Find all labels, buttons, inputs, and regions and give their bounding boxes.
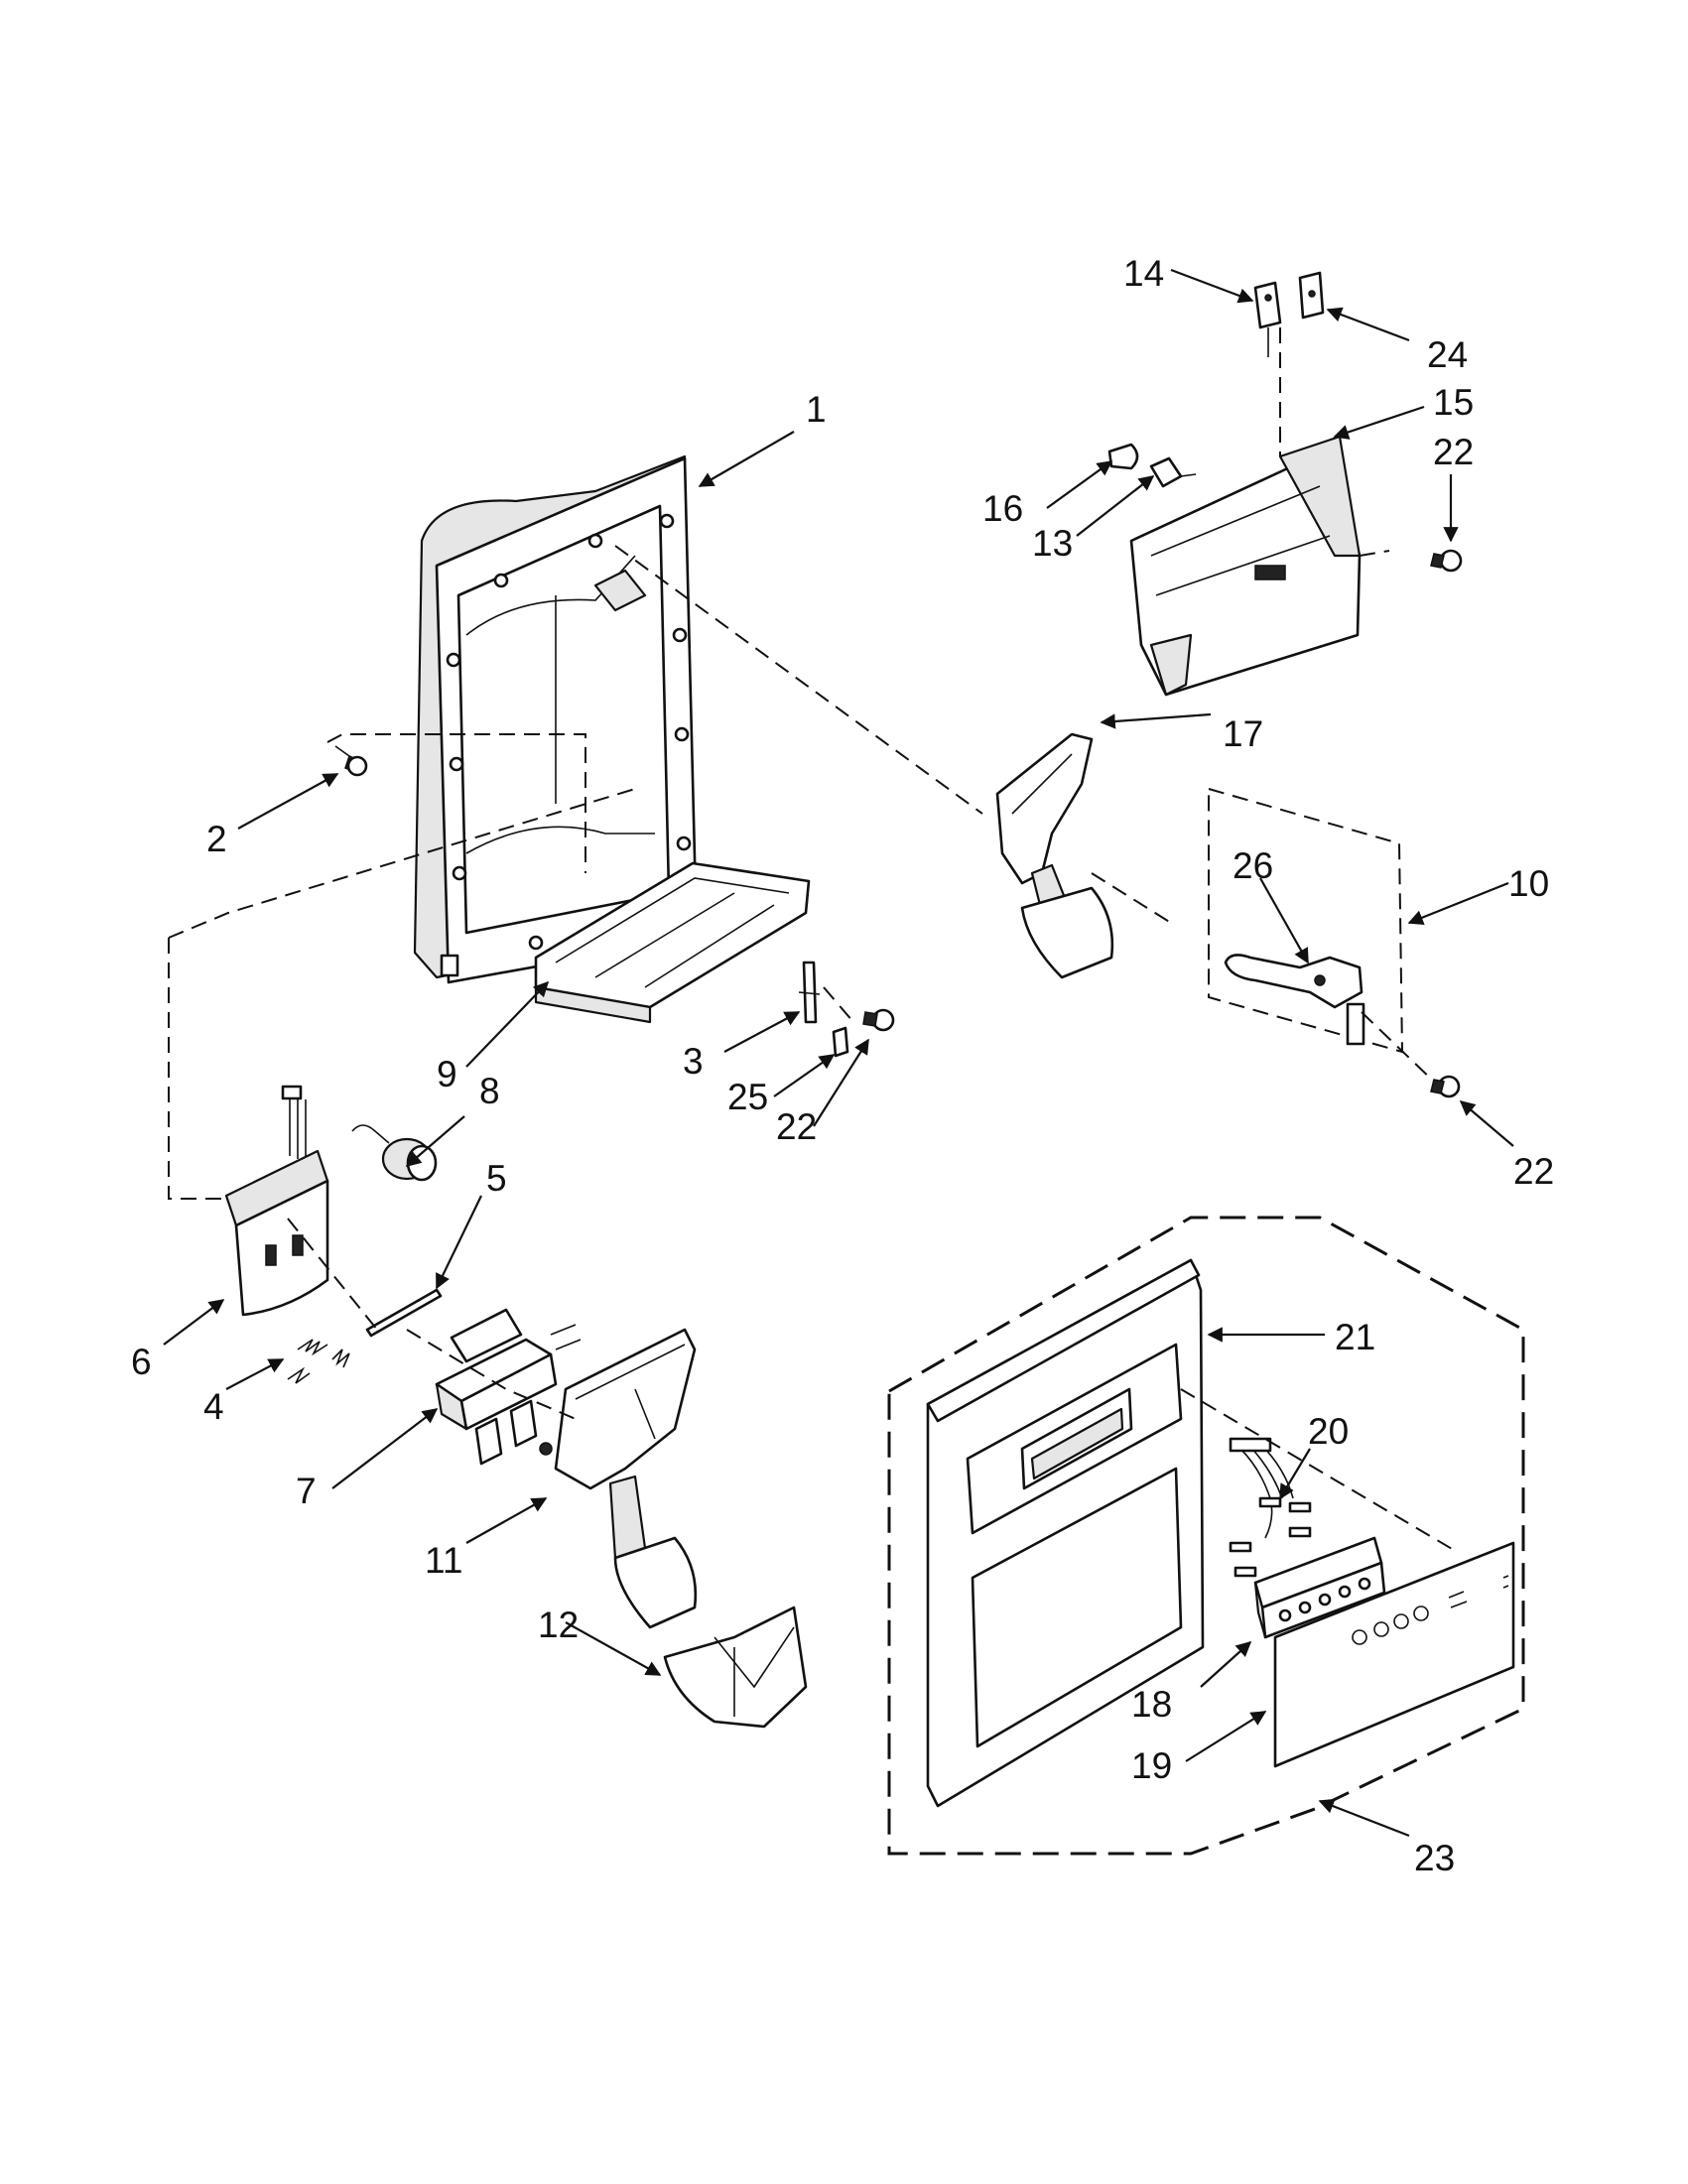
assembly-line: [823, 986, 854, 1023]
callout-15: 15: [1433, 382, 1474, 423]
callout-13: 13: [1032, 523, 1073, 564]
actuator-arm-part-26: [1224, 954, 1365, 1046]
control-board-part-18: [1253, 1536, 1386, 1639]
callout-5: 5: [486, 1158, 507, 1199]
callout-20: 20: [1308, 1411, 1349, 1452]
ice-paddle-part-11: [539, 1328, 698, 1629]
callout-9: 9: [437, 1054, 457, 1094]
assembly-line: [326, 733, 586, 873]
bracket-part-3: [798, 961, 821, 1024]
dispenser-housing-part: [413, 454, 699, 984]
screw-part-2: [334, 745, 368, 777]
callout-8: 8: [479, 1071, 500, 1111]
group-box-part-10: [1208, 787, 1404, 1054]
callout-16: 16: [982, 488, 1023, 529]
water-paddle-part-17: [995, 732, 1114, 979]
assembly-line: [614, 545, 983, 815]
callout-19: 19: [1131, 1745, 1172, 1786]
switch-housing-part-6: [224, 1085, 329, 1317]
callout-11: 11: [425, 1540, 462, 1581]
callout-12: 12: [538, 1605, 579, 1645]
ice-chute-part-12: [663, 1606, 808, 1729]
callout-14: 14: [1123, 253, 1164, 294]
overlay-label-part-19: [1273, 1541, 1515, 1768]
water-bracket-part-15: [1129, 435, 1390, 697]
assembly-line: [168, 938, 226, 1200]
drip-tray-part: [534, 861, 811, 1024]
actuator-part-7: [435, 1308, 582, 1466]
callout-10: 10: [1508, 863, 1549, 904]
assembly-line: [1180, 1388, 1460, 1554]
assembly-line: [1091, 872, 1172, 924]
callout-1: 1: [806, 389, 827, 430]
lamp-part-16: [1107, 443, 1139, 470]
wire-harness-part-20: [1229, 1437, 1312, 1578]
lamp-socket-part-13: [1149, 456, 1197, 488]
micro-switch-part-14: [1253, 281, 1282, 357]
callout-7: 7: [296, 1471, 317, 1511]
insulator-part-24: [1298, 271, 1325, 320]
callout-3: 3: [683, 1041, 704, 1082]
callout-26: 26: [1233, 845, 1273, 886]
screw-part-22-center: [862, 1008, 895, 1032]
screw-part-22-top: [1430, 549, 1463, 573]
screw-part-22-right: [1430, 1075, 1461, 1098]
callout-17: 17: [1223, 713, 1263, 754]
spring-part-4: [287, 1339, 350, 1384]
callout-21: 21: [1335, 1317, 1375, 1357]
callout-23: 23: [1414, 1838, 1455, 1878]
callout-24: 24: [1427, 334, 1468, 375]
group-box-part-23: [887, 1216, 1525, 1856]
callout-25: 25: [727, 1077, 768, 1117]
assembly-line: [406, 1329, 577, 1420]
callout-4: 4: [203, 1386, 224, 1427]
callout-22-right: 22: [1513, 1151, 1554, 1192]
front-panel-part-21: [926, 1258, 1205, 1808]
callout-22-top: 22: [1433, 432, 1474, 472]
assembly-line: [1361, 1011, 1435, 1083]
assembly-line: [168, 788, 636, 939]
pin-part-5: [365, 1288, 443, 1338]
shim-part-25: [832, 1026, 849, 1058]
callout-6: 6: [131, 1342, 152, 1382]
callout-2: 2: [206, 819, 227, 859]
callout-22-center: 22: [776, 1106, 817, 1147]
callout-18: 18: [1131, 1684, 1172, 1725]
